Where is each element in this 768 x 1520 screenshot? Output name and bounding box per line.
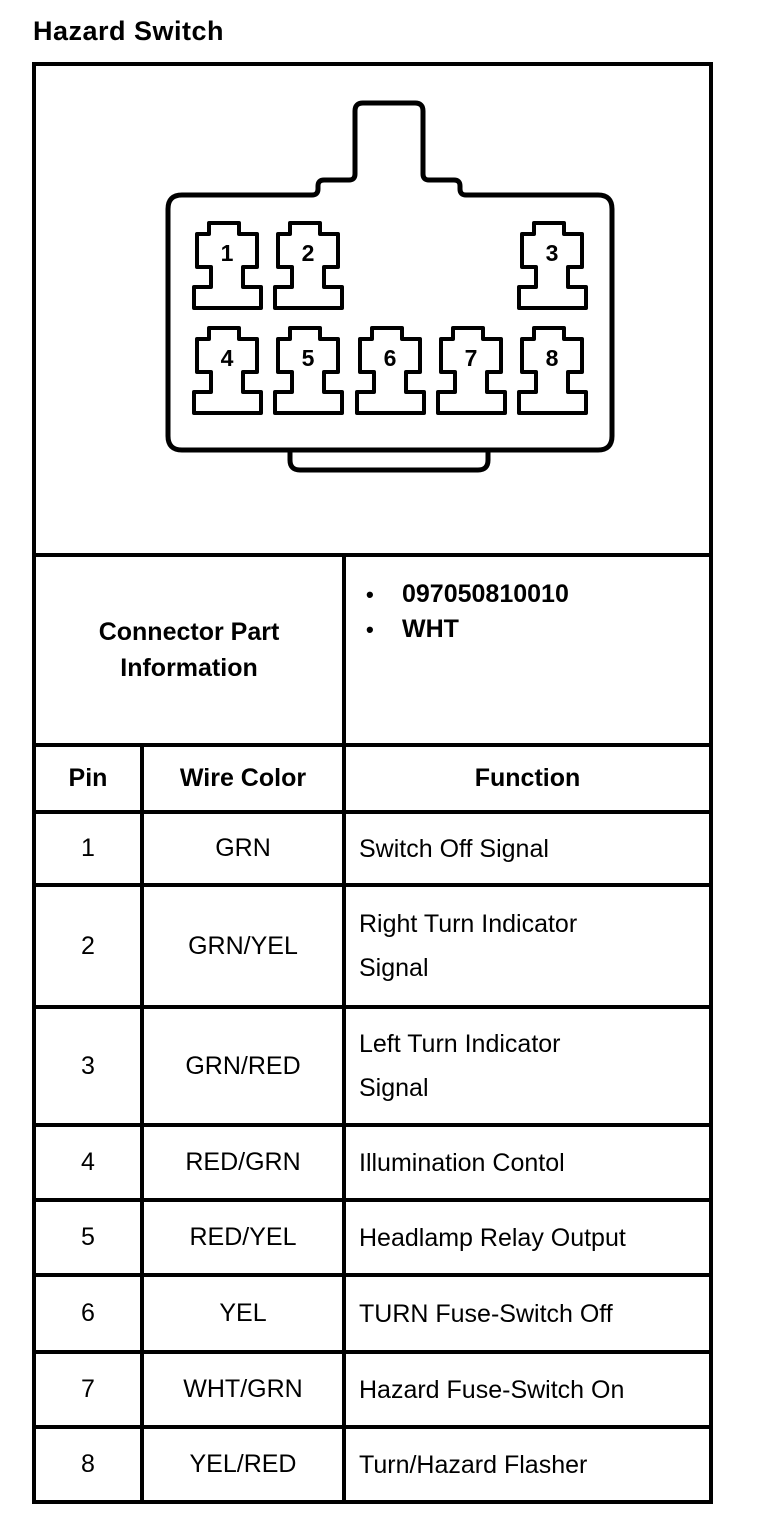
- pin-table-row-6: 6 YEL TURN Fuse-Switch Off: [36, 1273, 709, 1350]
- connector-part-info-values: • 097050810010 • WHT: [342, 557, 709, 743]
- function-cell: Hazard Fuse-Switch On: [342, 1354, 709, 1425]
- wire-color-cell: WHT/GRN: [140, 1354, 342, 1425]
- connector-figure-table: 1 2 3 4 5 6 7 8 Connector Part Information • 097…: [32, 62, 713, 1504]
- connector-pin-7-number: 7: [465, 345, 478, 371]
- wire-color-cell: RED/YEL: [140, 1202, 342, 1273]
- pin-table-header-pin: Pin: [68, 764, 108, 792]
- connector-diagram-cell: 1 2 3 4 5 6 7 8: [36, 66, 709, 553]
- pin-table-header-row: Pin Wire Color Function: [36, 743, 709, 810]
- wire-color-cell: GRN/RED: [140, 1009, 342, 1123]
- function-cell: Headlamp Relay Output: [342, 1202, 709, 1273]
- part-info-value: WHT: [402, 615, 459, 643]
- connector-pin-4-shape: [192, 326, 263, 415]
- pin-cell: 7: [81, 1375, 95, 1403]
- function-text: Turn/Hazard Flasher: [359, 1450, 588, 1479]
- connector-pin-3-shape: [517, 221, 588, 310]
- connector-pin-2-number: 2: [302, 240, 315, 266]
- connector-pin-6-number: 6: [384, 345, 397, 371]
- pin-cell: 6: [81, 1299, 95, 1327]
- wire-color-cell: YEL/RED: [140, 1429, 342, 1500]
- connector-pin-3-number: 3: [546, 240, 559, 266]
- function-cell: Illumination Contol: [342, 1127, 709, 1198]
- function-text: Hazard Fuse-Switch On: [359, 1375, 625, 1404]
- function-text: Switch Off Signal: [359, 834, 549, 863]
- function-text: Left Turn Indicator Signal: [359, 1030, 561, 1102]
- pin-table-row-4: 4 RED/GRN Illumination Contol: [36, 1123, 709, 1198]
- part-info-bullet-item: • 097050810010: [366, 577, 709, 612]
- connector-pin-1-shape: [192, 221, 263, 310]
- pin-cell: 1: [81, 834, 95, 862]
- function-text: Illumination Contol: [359, 1148, 565, 1177]
- bullet-icon: •: [366, 617, 374, 642]
- pin-table-row-8: 8 YEL/RED Turn/Hazard Flasher: [36, 1425, 709, 1500]
- pin-cell: 8: [81, 1450, 95, 1478]
- connector-pin-5-number: 5: [302, 345, 315, 371]
- wire-color-cell: YEL: [140, 1277, 342, 1350]
- pin-table-header-function: Function: [342, 747, 709, 810]
- connector-pin-8-number: 8: [546, 345, 559, 371]
- function-text: Headlamp Relay Output: [359, 1223, 626, 1252]
- pin-table-row-5: 5 RED/YEL Headlamp Relay Output: [36, 1198, 709, 1273]
- connector-pin-7-shape: [436, 326, 507, 415]
- function-cell: Left Turn Indicator Signal: [342, 1009, 709, 1123]
- connector-pins: 1 2 3 4 5 6 7 8: [192, 221, 588, 415]
- connector-part-info-label: Connector Part Information: [98, 618, 280, 682]
- function-text: TURN Fuse-Switch Off: [359, 1299, 613, 1328]
- connector-part-info-row: Connector Part Information • 097050810010…: [36, 553, 709, 743]
- pin-cell: 5: [81, 1223, 95, 1251]
- wire-color-cell: GRN/YEL: [140, 887, 342, 1005]
- function-cell: Right Turn Indicator Signal: [342, 887, 709, 1005]
- pin-cell: 2: [81, 931, 95, 960]
- pin-cell: 3: [81, 1051, 95, 1080]
- pin-table-row-1: 1 GRN Switch Off Signal: [36, 810, 709, 883]
- function-cell: Turn/Hazard Flasher: [342, 1429, 709, 1500]
- connector-pin-1-number: 1: [221, 240, 234, 266]
- connector-diagram: 1 2 3 4 5 6 7 8: [165, 100, 615, 473]
- part-info-value: 097050810010: [402, 580, 569, 608]
- function-cell: Switch Off Signal: [342, 814, 709, 883]
- connector-pin-8-shape: [517, 326, 588, 415]
- connector-pin-4-number: 4: [221, 345, 234, 371]
- bullet-icon: •: [366, 582, 374, 607]
- connector-bottom-tab: [287, 450, 491, 473]
- function-cell: TURN Fuse-Switch Off: [342, 1277, 709, 1350]
- pin-table-header-wire-color: Wire Color: [140, 747, 342, 810]
- connector-part-info-label-cell: Connector Part Information: [36, 557, 342, 743]
- wire-color-cell: RED/GRN: [140, 1127, 342, 1198]
- pin-table-row-7: 7 WHT/GRN Hazard Fuse-Switch On: [36, 1350, 709, 1425]
- part-info-bullet-item: • WHT: [366, 612, 709, 647]
- function-text: Right Turn Indicator Signal: [359, 910, 578, 982]
- pin-cell: 4: [81, 1148, 95, 1176]
- connector-pin-2-shape: [273, 221, 344, 310]
- wire-color-cell: GRN: [140, 814, 342, 883]
- connector-pin-5-shape: [273, 326, 344, 415]
- page-title: Hazard Switch: [33, 16, 225, 46]
- connector-pin-6-shape: [355, 326, 426, 415]
